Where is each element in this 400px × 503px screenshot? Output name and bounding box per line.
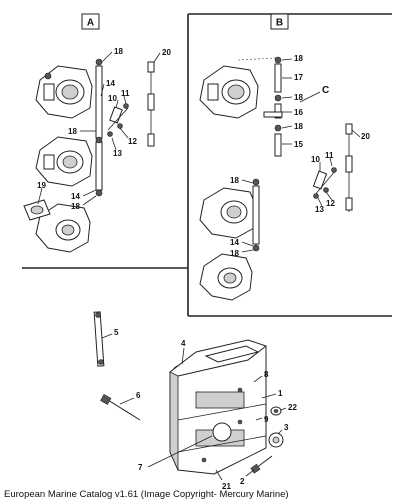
callout-a-18-low: 18 (71, 202, 80, 211)
linkage-rod-b (252, 178, 260, 252)
callout-b-17: 17 (294, 73, 303, 82)
leaders-b (241, 58, 361, 253)
callout-22: 22 (288, 403, 297, 412)
carburetor-b-upper (199, 65, 259, 119)
rod-stack-b (263, 56, 283, 157)
callout-a-13: 13 (113, 149, 122, 158)
callout-b-16: 16 (294, 108, 303, 117)
callout-5: 5 (114, 328, 119, 337)
callout-c: C (322, 85, 329, 96)
link-assembly-a (107, 103, 129, 137)
linkage-rod-a (95, 58, 103, 197)
callouts-a: 18 20 14 10 11 18 12 13 19 14 18 (37, 47, 171, 211)
link-assembly-b (312, 167, 337, 199)
callout-b-12: 12 (326, 199, 335, 208)
section-a-label: A (87, 18, 94, 29)
carburetor-b-lower (199, 253, 253, 301)
knob (268, 432, 284, 448)
long-screw (100, 393, 141, 421)
callout-4: 4 (181, 339, 186, 348)
callout-6: 6 (136, 391, 141, 400)
callout-2: 2 (240, 477, 245, 486)
callout-a-20: 20 (162, 48, 171, 57)
callout-b-18-3: 18 (294, 122, 303, 131)
callouts-bottom: 5 4 8 6 1 22 9 3 7 2 21 (114, 328, 297, 491)
callout-8: 8 (264, 370, 269, 379)
callout-a-18-mid: 18 (68, 127, 77, 136)
callout-7: 7 (138, 463, 143, 472)
carburetor-a-lower (35, 203, 91, 253)
callout-a-18-top: 18 (114, 47, 123, 56)
callout-a-11: 11 (121, 89, 130, 98)
throttle-link-a (147, 61, 155, 147)
callout-b-13: 13 (315, 205, 324, 214)
leaders-bottom (101, 333, 287, 481)
short-screw (250, 455, 273, 474)
callout-a-19: 19 (37, 181, 46, 190)
callouts-b: 18 17 18 C 16 18 15 20 10 11 13 12 18 14… (230, 54, 370, 258)
callout-9: 9 (264, 415, 269, 424)
image-caption: European Marine Catalog v1.61 (Image Cop… (4, 489, 289, 500)
callout-3: 3 (284, 423, 289, 432)
guide-line-b (237, 57, 277, 61)
callout-1: 1 (278, 389, 283, 398)
callout-b-15: 15 (294, 140, 303, 149)
callout-b-20: 20 (361, 132, 370, 141)
callout-a-14: 14 (106, 79, 115, 88)
section-b-box: B (270, 13, 289, 30)
callout-b-10: 10 (311, 155, 320, 164)
carburetor-a-upper (35, 65, 93, 119)
section-b-label: B (276, 18, 283, 29)
callout-b-11: 11 (325, 151, 334, 160)
grommet (270, 406, 282, 416)
bracket-rod (93, 311, 105, 367)
throttle-link-b (345, 123, 353, 212)
air-silencer-housing (169, 339, 267, 475)
callout-b-18-top: 18 (294, 54, 303, 63)
callout-21: 21 (222, 482, 231, 491)
callout-a-10: 10 (108, 94, 117, 103)
callout-b-18-low: 18 (230, 249, 239, 258)
section-a-box: A (81, 13, 100, 30)
callout-b-14: 14 (230, 238, 239, 247)
gasket-a (23, 199, 51, 221)
callout-a-14-low: 14 (71, 192, 80, 201)
callout-b-18-2: 18 (294, 93, 303, 102)
leaders-a (37, 51, 161, 206)
carburetor-a-middle (35, 136, 93, 187)
callout-b-18-left: 18 (230, 176, 239, 185)
callout-a-12: 12 (128, 137, 137, 146)
carburetor-b-middle (199, 187, 257, 239)
